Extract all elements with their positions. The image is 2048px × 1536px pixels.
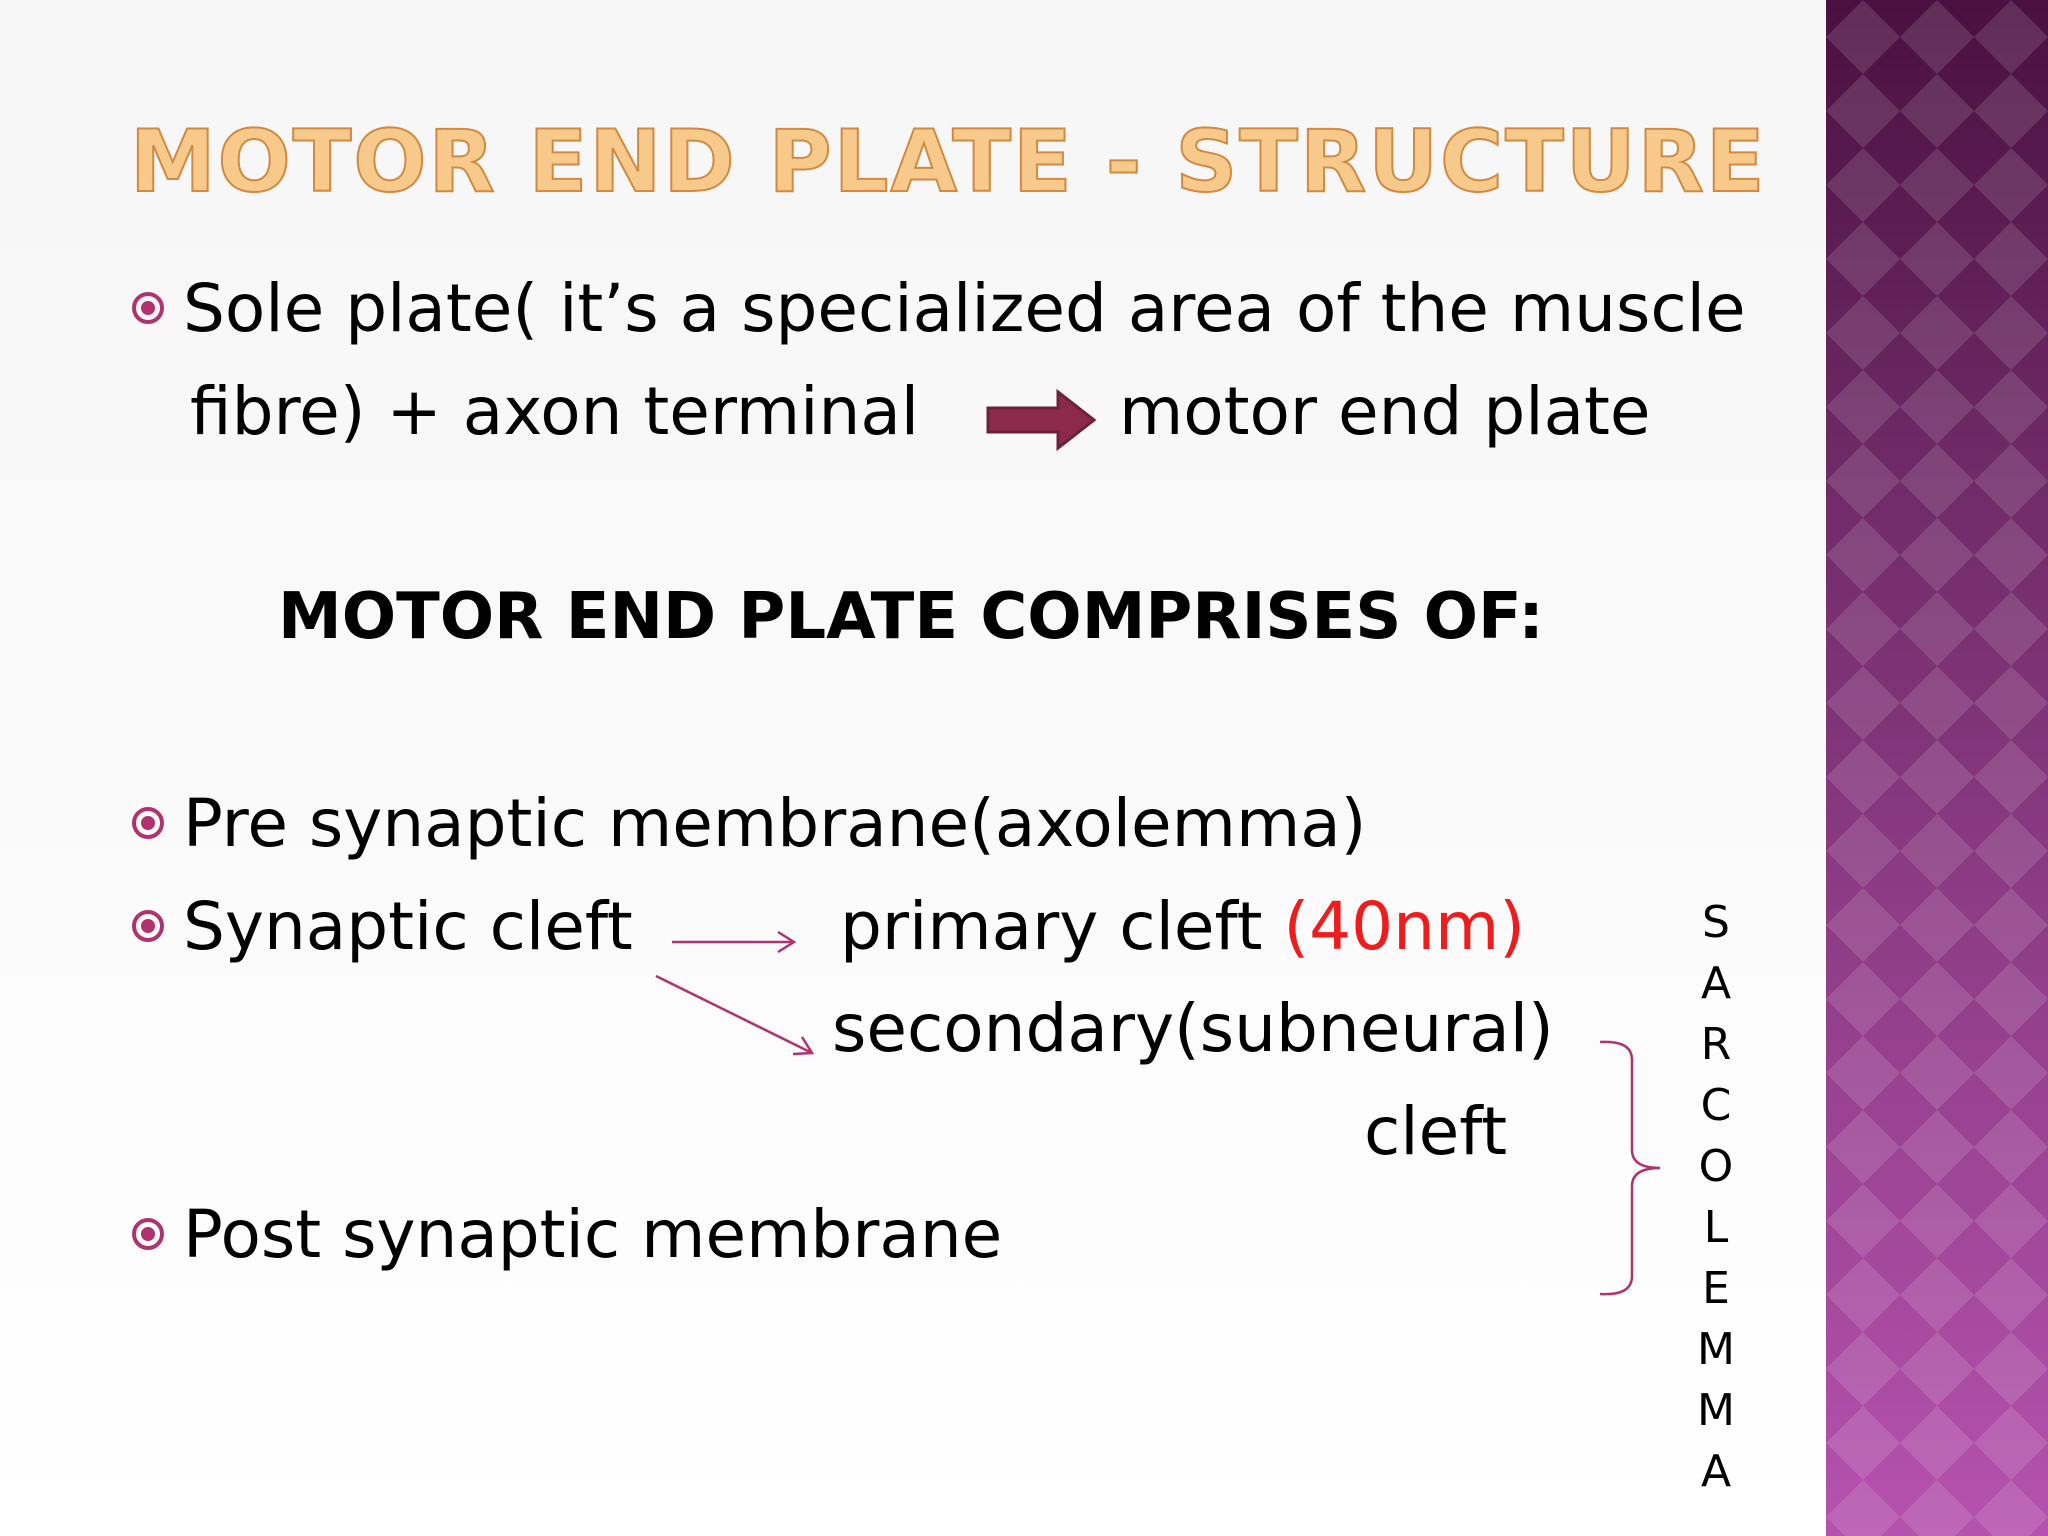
slide-title: MOTOR END PLATE - STRUCTURE xyxy=(129,111,1767,213)
sole-plate-line1: Sole plate( it’s a specialized area of t… xyxy=(183,270,1746,347)
pre-synaptic-membrane: Pre synaptic membrane(axolemma) xyxy=(183,785,1367,862)
primary-cleft: primary cleft (40nm) xyxy=(840,888,1525,965)
comprises-heading: MOTOR END PLATE COMPRISES OF: xyxy=(278,580,1544,654)
right-block-arrow-icon xyxy=(986,388,1097,452)
circled-dot-bullet-icon xyxy=(132,1218,164,1250)
primary-cleft-size: (40nm) xyxy=(1283,888,1526,965)
circled-dot-bullet-icon xyxy=(132,807,164,839)
slide-canvas: MOTOR END PLATE - STRUCTURE Sole plate( … xyxy=(0,0,1826,1536)
sarcolemma-letter: O xyxy=(1698,1141,1734,1192)
circled-dot-bullet-icon xyxy=(132,910,164,942)
circled-dot-bullet-icon xyxy=(132,292,164,324)
sarcolemma-letter: C xyxy=(1700,1080,1732,1131)
motor-end-plate-result: motor end plate xyxy=(1119,373,1651,450)
primary-cleft-text: primary cleft xyxy=(840,888,1284,965)
sarcolemma-letter: R xyxy=(1700,1019,1732,1070)
sarcolemma-letter: A xyxy=(1700,1446,1732,1497)
sarcolemma-letter: M xyxy=(1697,1324,1735,1375)
sarcolemma-brace xyxy=(1599,1040,1661,1296)
post-synaptic-membrane: Post synaptic membrane xyxy=(183,1196,1003,1273)
decorative-side-band xyxy=(1826,0,2048,1536)
sarcolemma-letter: L xyxy=(1703,1202,1729,1253)
sarcolemma-letter: M xyxy=(1697,1385,1735,1436)
secondary-cleft-arrow xyxy=(655,974,815,1056)
sarcolemma-letter: S xyxy=(1702,897,1730,948)
diagram-arrows xyxy=(655,388,1661,1296)
sarcolemma-letter: A xyxy=(1700,958,1732,1009)
diamond-pattern xyxy=(1826,0,2048,1536)
sarcolemma-vertical-label: S A R C O L E M M A xyxy=(1693,892,1739,1502)
sarcolemma-letter: E xyxy=(1702,1263,1730,1314)
secondary-cleft-cont: cleft xyxy=(1364,1093,1508,1170)
sole-plate-line2: fibre) + axon terminal xyxy=(190,373,920,450)
primary-cleft-arrow xyxy=(672,930,797,954)
secondary-cleft: secondary(subneural) xyxy=(832,990,1554,1067)
synaptic-cleft-label: Synaptic cleft xyxy=(183,888,633,965)
